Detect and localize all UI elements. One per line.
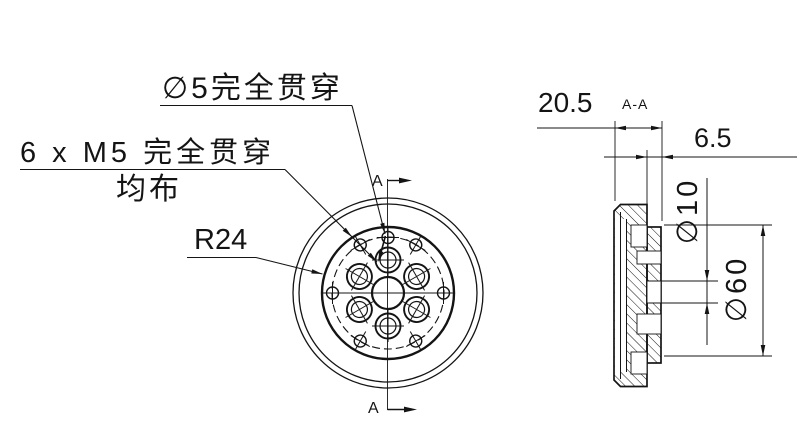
dim-thickness-value: 20.5: [538, 87, 593, 118]
label-holes-m5: 6 x M5 完全贯穿: [20, 136, 275, 169]
label-m5-distribution: 均布: [116, 173, 182, 206]
section-mark-top: [387, 177, 412, 184]
m5-screw-hole: [345, 262, 374, 291]
m5-screw-hole: [372, 310, 404, 342]
small-bolt-hole: [405, 235, 426, 255]
label-radius-r24: R24: [194, 224, 247, 256]
leader-r24-arrow: [311, 269, 323, 274]
leader-d5-arrow: [380, 222, 385, 234]
label-hole-d5: ∅5完全贯穿: [162, 72, 343, 105]
notch-center-bore: [646, 280, 662, 304]
small-hole-d5: [377, 226, 399, 249]
dim-bore-value: ∅10: [672, 178, 704, 245]
small-bolt-hole: [321, 282, 344, 304]
small-bolt-hole: [350, 235, 371, 255]
front-view: [20, 104, 484, 413]
section-mark-bottom: [387, 406, 417, 413]
m5-screw-hole: [345, 295, 374, 324]
notch-screw-lower: [636, 313, 662, 335]
annotations: ∅5完全贯穿 6 x M5 完全贯穿 均布 R24 20.5 A-A 6.5 ∅…: [20, 72, 753, 417]
notch-top-hole: [630, 224, 648, 248]
notch-screw-upper: [636, 250, 662, 265]
section-hole-notches: [630, 224, 662, 375]
dim-bore: [649, 178, 718, 345]
section-arrow-bottom: [404, 406, 417, 413]
bolt-circle-holes: [321, 226, 455, 351]
section-letter-bottom: A: [368, 400, 379, 417]
small-bolt-hole: [432, 282, 455, 304]
m5-screw-hole: [372, 244, 404, 276]
leader-m5-mid-arrow: [342, 227, 352, 237]
leader-r24: [187, 256, 323, 275]
section-arrow-top: [399, 177, 412, 184]
m5-screw-holes: [345, 244, 431, 342]
outer-rim-circle: [292, 197, 484, 389]
center-hole: [370, 275, 406, 311]
dim-thickness: [537, 121, 663, 221]
notch-bottom-hole: [630, 351, 648, 375]
small-bolt-hole: [405, 331, 426, 351]
disc-outline: [613, 203, 648, 388]
small-bolt-hole: [350, 331, 371, 351]
section-letter-top: A: [372, 173, 383, 190]
outer-rim-inner-circle: [298, 203, 478, 383]
m5-screw-hole: [402, 295, 431, 324]
label-section-name: A-A: [622, 96, 648, 112]
dim-boss-value: 6.5: [694, 123, 732, 153]
dim-boss: [604, 150, 797, 205]
section-view: [537, 121, 797, 388]
dim-outer: [664, 224, 772, 357]
m5-screw-hole: [402, 262, 431, 291]
dim-outer-value: ∅60: [721, 256, 753, 323]
